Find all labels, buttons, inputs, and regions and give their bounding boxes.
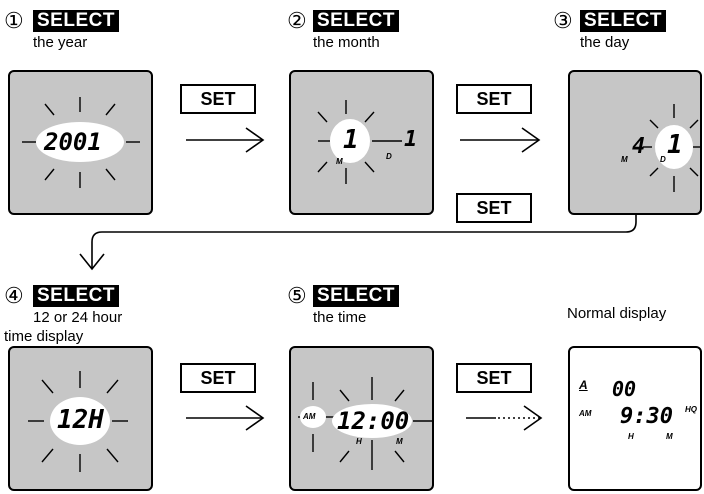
day-m-marker: M [621, 155, 628, 164]
step-2-number: ② [287, 8, 307, 33]
step-4-select-label: SELECT [33, 285, 119, 307]
set-button-4[interactable]: SET [180, 363, 256, 393]
day-value: 1 [667, 130, 683, 160]
time-h-marker: H [356, 437, 362, 446]
step-1-caption: the year [33, 34, 88, 51]
month-value: 1 [343, 125, 359, 155]
month-m-marker: M [336, 157, 343, 166]
set-button-1[interactable]: SET [180, 84, 256, 114]
step-4-caption-line2: time display [4, 328, 84, 345]
step-5-number: ⑤ [287, 283, 307, 308]
normal-display-label: Normal display [567, 305, 667, 322]
alarm-icon: A [579, 378, 588, 392]
step-4-number: ④ [4, 283, 24, 308]
step-4-caption-line1: 12 or 24 hour [33, 309, 123, 326]
screen-normal [568, 346, 702, 491]
time-am-indicator: AM [303, 412, 316, 421]
step-5-select-label: SELECT [313, 285, 399, 307]
normal-seconds-value: 00 [612, 377, 637, 401]
set-button-3[interactable]: SET [456, 193, 532, 223]
step-3-number: ③ [553, 8, 573, 33]
connector-arrow [79, 215, 637, 271]
time-m-marker: M [396, 437, 403, 446]
set-button-2[interactable]: SET [456, 84, 532, 114]
step-2-select-label: SELECT [313, 10, 399, 32]
step-1-select-label: SELECT [33, 10, 119, 32]
arrow-right-2 [460, 127, 541, 153]
step-1-number: ① [4, 8, 24, 33]
normal-time-value: 9:30 [620, 404, 673, 429]
arrow-right-3 [186, 405, 265, 431]
month-d-marker: D [386, 152, 392, 161]
step-2-caption: the month [313, 34, 380, 51]
hour-mode-value: 12H [57, 405, 104, 435]
step-5-caption: the time [313, 309, 367, 326]
year-value: 2001 [44, 128, 102, 156]
set-button-5[interactable]: SET [456, 363, 532, 393]
normal-am-indicator: AM [579, 409, 592, 418]
step-3-caption: the day [580, 34, 630, 51]
normal-hq-indicator: HQ [685, 405, 697, 414]
day-month-value: 4 [632, 134, 646, 159]
step-3-select-label: SELECT [580, 10, 666, 32]
month-day-value: 1 [404, 127, 418, 152]
day-d-marker: D [660, 155, 666, 164]
normal-h-marker: H [628, 432, 634, 441]
time-value: 12:00 [337, 407, 410, 435]
arrow-right-dotted [466, 405, 543, 431]
normal-m-marker: M [666, 432, 673, 441]
arrow-right-1 [186, 127, 265, 153]
